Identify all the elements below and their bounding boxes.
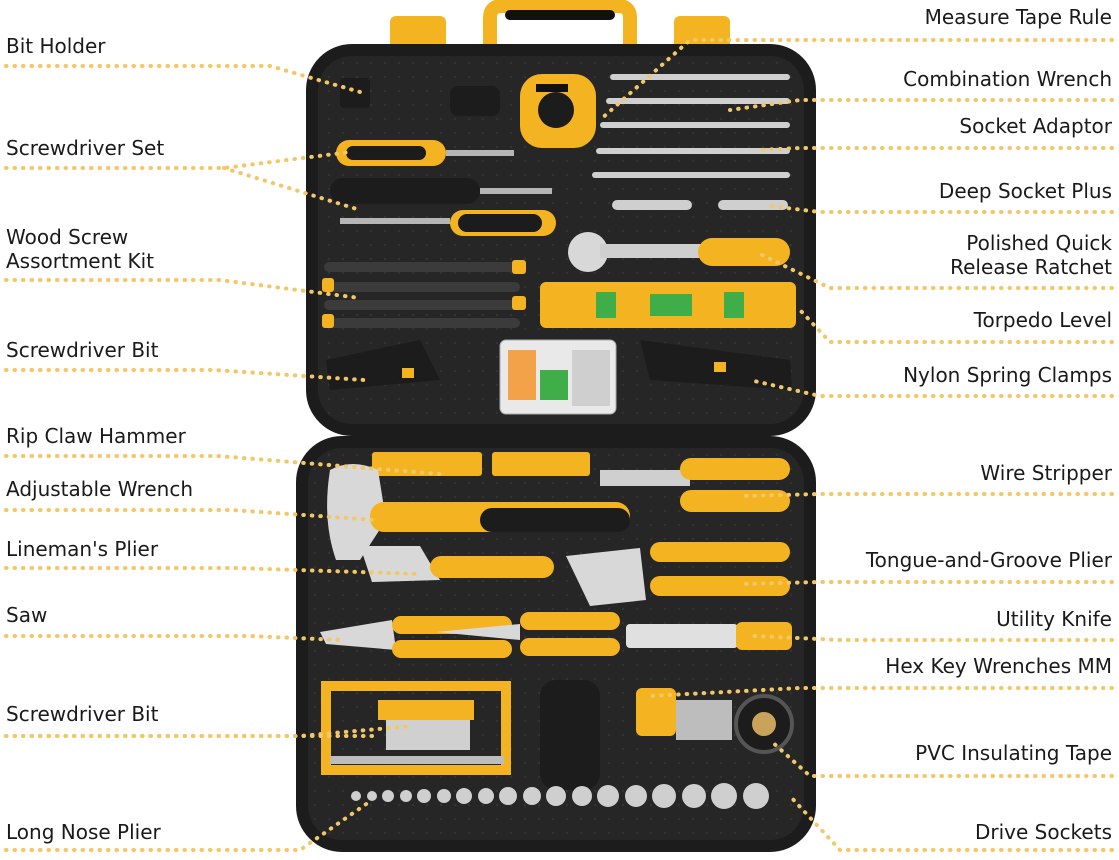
small-screwdrivers xyxy=(322,260,526,328)
wire-stripper xyxy=(600,458,790,512)
measure-tape xyxy=(520,74,596,148)
label-pvc-insulating-tape: PVC Insulating Tape xyxy=(915,741,1112,765)
label-screwdriver-bit-top: Screwdriver Bit xyxy=(6,338,159,362)
torpedo-level xyxy=(540,282,796,328)
label-linemans-plier: Lineman's Plier xyxy=(6,537,159,561)
case-lid xyxy=(306,0,816,436)
label-long-nose-plier: Long Nose Plier xyxy=(6,820,161,844)
label-deep-socket-plus: Deep Socket Plus xyxy=(938,179,1112,203)
label-nylon-spring-clamps: Nylon Spring Clamps xyxy=(903,363,1112,387)
case-base xyxy=(296,436,816,852)
insulating-tape xyxy=(734,694,794,754)
label-bit-holder: Bit Holder xyxy=(6,34,106,58)
drive-sockets xyxy=(351,783,769,809)
label-saw: Saw xyxy=(6,603,48,627)
label-combination-wrench: Combination Wrench xyxy=(903,67,1112,91)
hex-keys xyxy=(636,688,732,740)
label-tongue-groove-plier: Tongue-and-Groove Plier xyxy=(865,548,1112,572)
ratchet xyxy=(568,232,790,272)
label-utility-knife: Utility Knife xyxy=(996,607,1112,631)
label-drive-sockets: Drive Sockets xyxy=(974,820,1112,844)
label-socket-adaptor: Socket Adaptor xyxy=(959,114,1112,138)
label-hex-key-wrenches: Hex Key Wrenches MM xyxy=(885,654,1112,678)
hack-saw xyxy=(321,680,600,790)
label-measure-tape-rule: Measure Tape Rule xyxy=(924,5,1112,29)
label-screwdriver-set: Screwdriver Set xyxy=(6,136,165,160)
label-quick-release-ratchet: Polished Quick Release Ratchet xyxy=(950,231,1112,279)
label-torpedo-level: Torpedo Level xyxy=(973,308,1112,332)
utility-knife xyxy=(626,622,792,650)
claw-hammer xyxy=(327,464,630,560)
label-rip-claw-hammer: Rip Claw Hammer xyxy=(6,424,186,448)
bit-holder-strips xyxy=(372,452,590,476)
label-wood-screw-kit: Wood Screw Assortment Kit xyxy=(6,225,154,273)
pliers xyxy=(320,612,620,658)
tongue-groove-plier xyxy=(566,542,790,606)
label-adjustable-wrench: Adjustable Wrench xyxy=(6,477,194,501)
leader-lines xyxy=(4,38,1114,852)
label-wire-stripper: Wire Stripper xyxy=(980,461,1112,485)
screwdriver-bits xyxy=(378,700,474,750)
wood-screw-box xyxy=(499,339,617,415)
screwdriver-set xyxy=(330,78,556,236)
label-screwdriver-bit-bottom: Screwdriver Bit xyxy=(6,702,159,726)
